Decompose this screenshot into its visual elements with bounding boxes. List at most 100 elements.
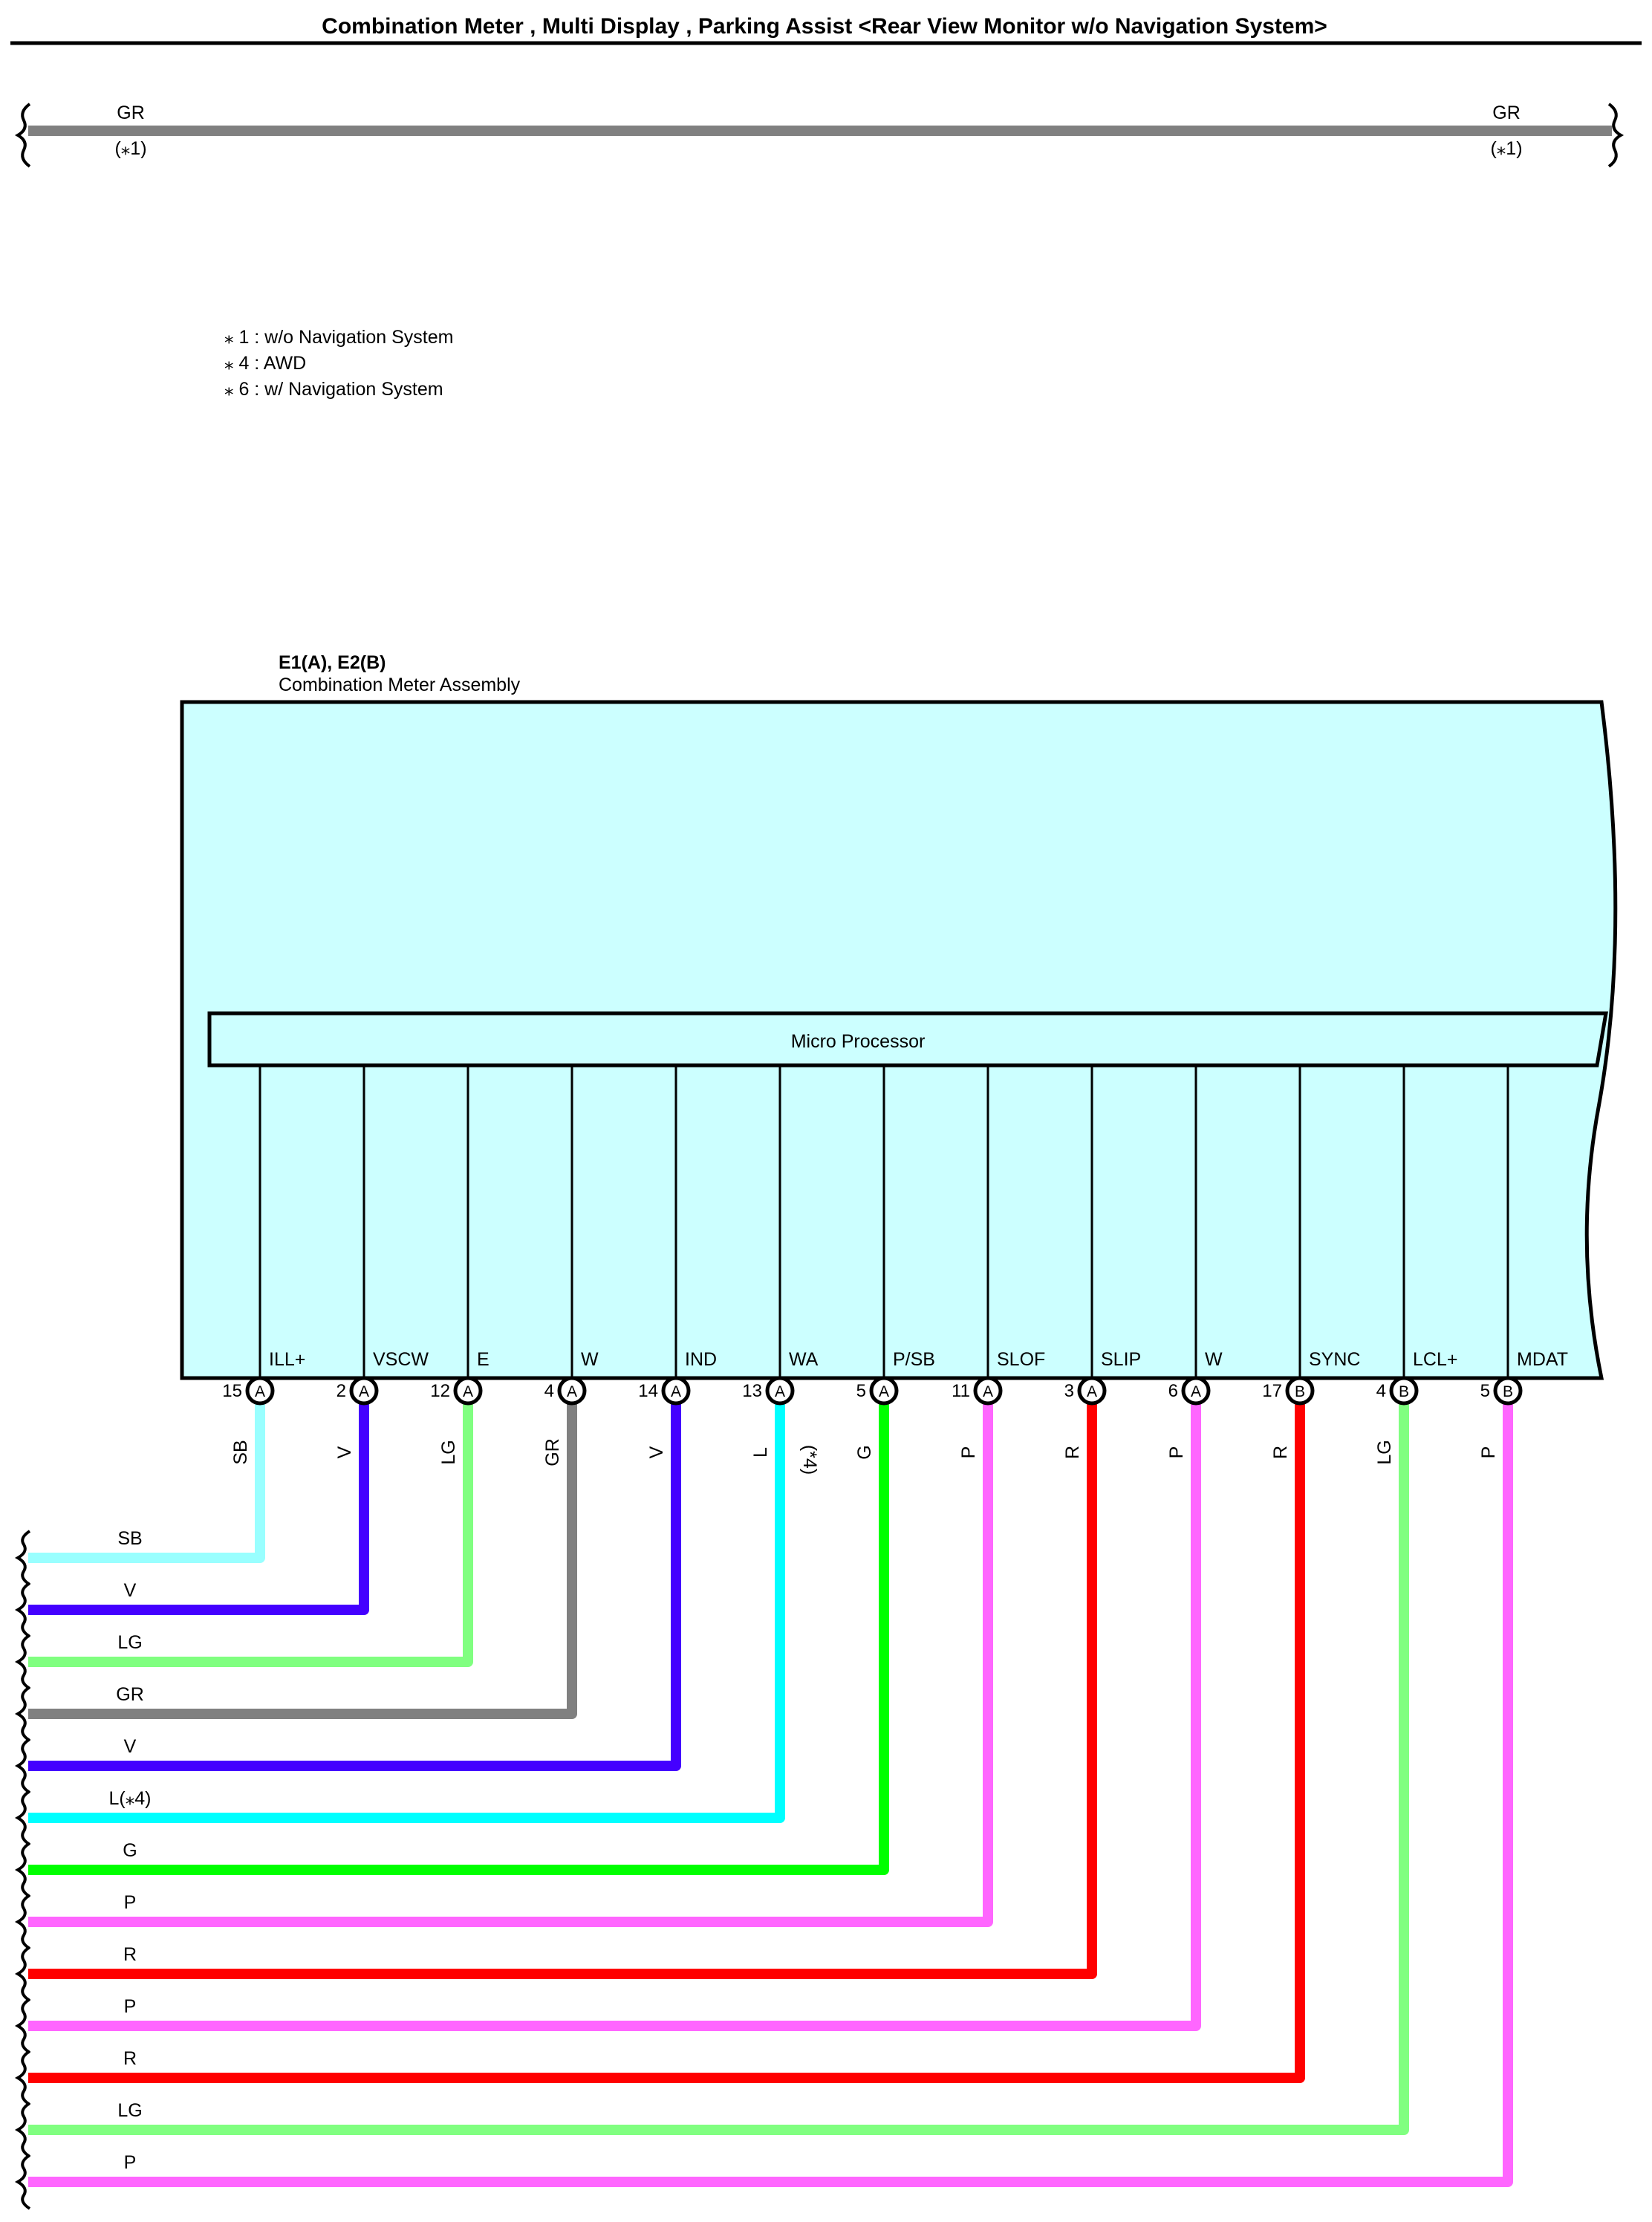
pin-number: 11 — [952, 1381, 970, 1401]
pin-connector-circle — [349, 1376, 379, 1406]
wire-slip-9 — [28, 1403, 1097, 1979]
terminal-name: SLIP — [1101, 1349, 1141, 1370]
note-6: ⁎ 6 : w/ Navigation System — [224, 379, 443, 400]
wire-color-vertical: V — [334, 1446, 355, 1458]
harness-break — [14, 1842, 31, 1898]
top-wire-left-label: GR — [117, 103, 145, 123]
terminal-name: MDAT — [1517, 1349, 1568, 1370]
top-wire-left-break — [14, 103, 31, 168]
component-name: Combination Meter Assembly — [279, 675, 521, 695]
wire-note-vertical: (*4) — [799, 1445, 820, 1475]
top-wire-right-break — [1607, 103, 1625, 168]
pin-number: 3 — [1064, 1381, 1074, 1401]
wire-color-vertical: GR — [542, 1438, 563, 1466]
wire-color-vertical: SB — [230, 1440, 251, 1464]
connector-letter: A — [775, 1383, 785, 1400]
terminal-name: IND — [685, 1349, 717, 1370]
connector-letter: A — [359, 1383, 369, 1400]
harness-break — [14, 2154, 31, 2210]
wire-color-vertical: R — [1062, 1446, 1083, 1459]
terminal-name: SLOF — [997, 1349, 1045, 1370]
harness-break — [14, 2050, 31, 2106]
wire-color-left-label: R — [123, 2048, 137, 2069]
wires-layer — [28, 1403, 1513, 2187]
wire-color-vertical: LG — [1374, 1440, 1395, 1464]
wire-color-left-label: P — [124, 2152, 137, 2173]
wire-color-vertical: V — [646, 1446, 667, 1458]
connector-letter: B — [1399, 1383, 1409, 1400]
pin-connector-circle — [245, 1376, 275, 1406]
connector-letter: A — [879, 1383, 889, 1400]
pin-connector-circle — [869, 1376, 899, 1406]
harness-break — [14, 1998, 31, 2054]
terminal-name: E — [477, 1349, 490, 1370]
harness-break — [14, 2102, 31, 2158]
page-title: Combination Meter , Multi Display , Park… — [322, 14, 1327, 39]
wire-color-left-label: LG — [117, 2100, 142, 2121]
wire-ill-1 — [28, 1403, 265, 1563]
terminal-name: W — [1205, 1349, 1223, 1370]
connector-letter: B — [1503, 1383, 1513, 1400]
wire-color-vertical: P — [1166, 1446, 1187, 1459]
pin-number: 6 — [1168, 1381, 1178, 1401]
harness-break — [14, 1582, 31, 1638]
wire-slof-8 — [28, 1403, 993, 1927]
wire-color-left-label: SB — [117, 1528, 142, 1549]
wire-color-vertical: R — [1270, 1446, 1291, 1459]
pin-connector-circle — [661, 1376, 691, 1406]
connector-letter: A — [567, 1383, 577, 1400]
pin-connector-circle — [973, 1376, 1003, 1406]
terminal-name: ILL+ — [269, 1349, 305, 1370]
harness-break — [14, 1946, 31, 2002]
pin-connector-circle — [1285, 1376, 1315, 1406]
wire-w-4 — [28, 1403, 577, 1719]
wire-color-left-label: G — [123, 1840, 137, 1861]
pin-number: 17 — [1262, 1381, 1282, 1401]
pin-number: 13 — [742, 1381, 762, 1401]
wire-wa-6 — [28, 1403, 785, 1823]
harness-break — [14, 1686, 31, 1742]
connector-letter: A — [463, 1383, 473, 1400]
wire-color-left-label: P — [124, 1892, 137, 1913]
connector-letter: A — [255, 1383, 265, 1400]
pin-connector-circle — [453, 1376, 483, 1406]
component-id: E1(A), E2(B) — [279, 652, 386, 673]
pin-number: 5 — [1480, 1381, 1490, 1401]
wire-color-left-label: P — [124, 1996, 137, 2017]
labels-layer: ILL+A15SBSBVSCWA2VVEA12LGLGWA4GRGRINDA14… — [109, 1349, 1568, 2173]
wire-color-left-label: LG — [117, 1632, 142, 1653]
pin-number: 4 — [1376, 1381, 1386, 1401]
harness-break — [14, 1894, 31, 1950]
note-4: ⁎ 4 : AWD — [224, 353, 306, 374]
wire-psb-7 — [28, 1403, 889, 1875]
note-1: ⁎ 1 : w/o Navigation System — [224, 327, 453, 348]
wire-vscw-2 — [28, 1403, 369, 1615]
pin-connector-circle — [1077, 1376, 1107, 1406]
connector-letter: A — [1191, 1383, 1201, 1400]
connector-letter: A — [983, 1383, 993, 1400]
wire-color-vertical: P — [958, 1446, 979, 1459]
pin-number: 2 — [336, 1381, 346, 1401]
wire-ind-5 — [28, 1403, 681, 1771]
terminal-name: W — [581, 1349, 599, 1370]
pin-number: 4 — [544, 1381, 554, 1401]
top-wire-right-note: (⁎1) — [1490, 138, 1522, 159]
pin-number: 15 — [222, 1381, 242, 1401]
micro-processor-label: Micro Processor — [791, 1031, 926, 1052]
wire-color-vertical: L — [750, 1447, 771, 1458]
wire-sync-11 — [28, 1403, 1305, 2083]
harness-break — [14, 1634, 31, 1690]
pin-number: 12 — [430, 1381, 450, 1401]
connector-letter: A — [671, 1383, 681, 1400]
terminal-name: VSCW — [373, 1349, 429, 1370]
harness-break — [14, 1530, 31, 1586]
wire-color-vertical: LG — [438, 1440, 459, 1464]
wire-color-left-label: L(⁎4) — [109, 1788, 152, 1809]
top-wire-right-label: GR — [1492, 103, 1521, 123]
wire-color-left-label: V — [124, 1580, 137, 1601]
wire-color-vertical: G — [854, 1445, 875, 1459]
harness-break — [14, 1738, 31, 1794]
wire-color-vertical: P — [1478, 1446, 1499, 1459]
left-harness-breaks — [14, 1530, 31, 2210]
